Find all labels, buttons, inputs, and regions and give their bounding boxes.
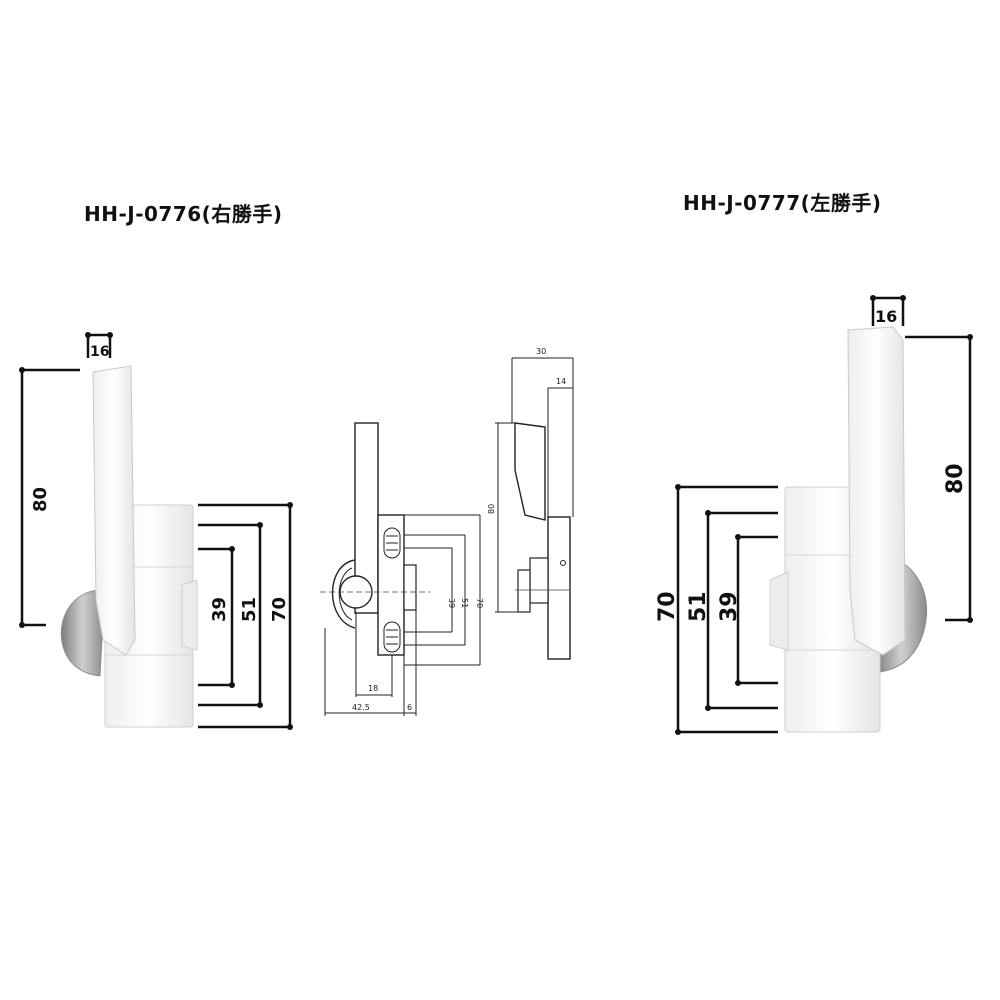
title-right: HH-J-0777(左勝手) (683, 191, 882, 215)
front-dim-6: 6 (407, 703, 412, 712)
left-dim-16: 16 (90, 344, 109, 360)
left-dim-80: 80 (30, 487, 51, 512)
left-dim-39: 39 (209, 597, 230, 622)
right-dimensions: 16 80 70 51 39 (655, 295, 973, 735)
right-dim-51: 51 (686, 591, 711, 622)
right-dim-80: 80 (943, 463, 968, 494)
left-knob (60, 589, 105, 677)
left-dim-70: 70 (269, 597, 290, 622)
left-handle-photo (60, 365, 198, 728)
front-drawing: 39 51 70 18 42.5 6 (320, 422, 484, 716)
title-left: HH-J-0776(右勝手) (84, 202, 283, 226)
front-dim-70: 70 (475, 598, 484, 608)
left-dimensions: 16 80 70 51 39 (19, 332, 293, 730)
right-handle-photo (769, 326, 928, 733)
front-dim-42-5: 42.5 (352, 703, 370, 712)
side-drawing: 30 14 80 (487, 347, 574, 660)
side-dim-14: 14 (556, 377, 566, 386)
side-dim-80: 80 (487, 504, 496, 514)
left-dim-51: 51 (239, 597, 260, 622)
right-dim-16: 16 (875, 307, 897, 326)
front-dim-39: 39 (447, 598, 456, 608)
front-dim-18: 18 (368, 684, 378, 693)
right-dim-39: 39 (717, 591, 742, 622)
left-lever (92, 365, 136, 656)
right-lever (847, 326, 906, 656)
front-dim-51: 51 (460, 598, 469, 608)
left-cam (181, 579, 198, 651)
right-dim-70: 70 (655, 591, 680, 622)
right-cam (769, 571, 789, 651)
side-dim-30: 30 (536, 347, 546, 356)
